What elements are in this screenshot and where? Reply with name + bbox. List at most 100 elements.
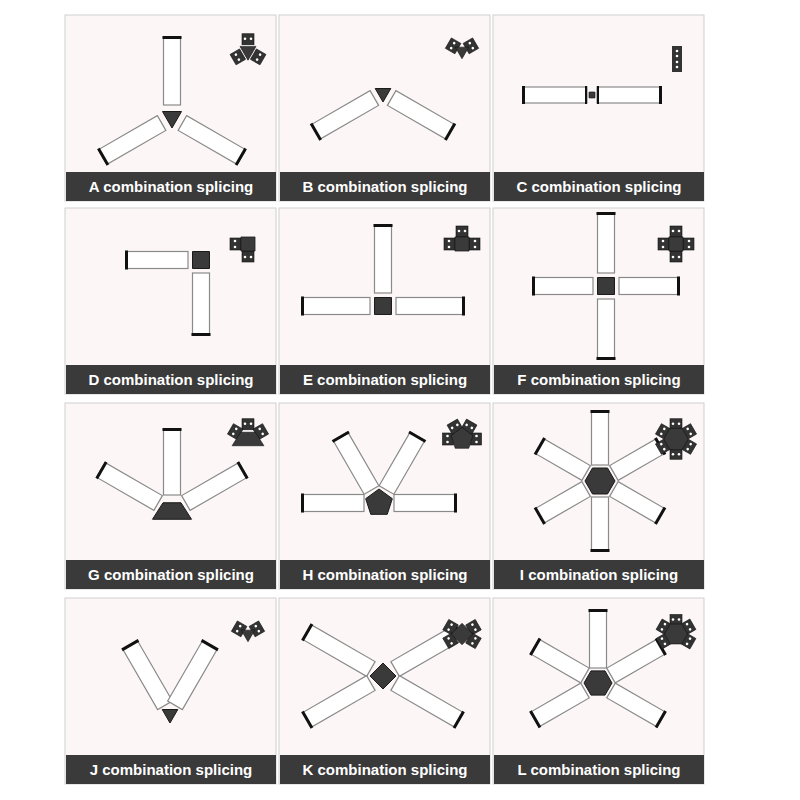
caption-band: K combination splicing (280, 755, 490, 784)
light-bar (378, 431, 426, 495)
caption-text: B combination splicing (302, 178, 467, 195)
light-bar (178, 115, 247, 166)
caption-text: K combination splicing (302, 761, 467, 778)
caption-band: E combination splicing (280, 365, 490, 394)
caption-text: E combination splicing (303, 371, 467, 388)
panel-ground (493, 403, 704, 589)
light-bar (192, 273, 211, 336)
light-bar (121, 639, 173, 710)
light-bar (534, 481, 591, 525)
light-bar (390, 675, 464, 729)
connector-icon (672, 46, 682, 72)
caption-text: C combination splicing (516, 178, 681, 195)
connector-icon (231, 621, 264, 642)
caption-band: J combination splicing (66, 755, 276, 784)
connector-piece (370, 663, 396, 689)
panel (493, 598, 704, 784)
light-bar (181, 461, 249, 511)
caption-band: D combination splicing (66, 365, 276, 394)
caption-text: F combination splicing (517, 371, 680, 388)
panel-ground (65, 15, 276, 201)
connector-icon (658, 226, 694, 262)
connector-piece (162, 112, 181, 129)
connector-piece (584, 671, 612, 695)
connector-piece (162, 710, 178, 724)
light-bar (606, 638, 667, 684)
caption-band: A combination splicing (66, 172, 276, 201)
light-bar (597, 212, 616, 273)
light-bar (522, 86, 587, 104)
connector-icon (656, 615, 696, 649)
caption-text: A combination splicing (89, 178, 253, 195)
light-bar (591, 497, 610, 552)
caption-band: G combination splicing (66, 560, 276, 589)
light-bar (529, 682, 590, 728)
panel (493, 403, 704, 589)
connector-icon (443, 619, 481, 648)
light-bar (529, 638, 590, 684)
panel (279, 208, 490, 394)
light-bar (310, 90, 379, 141)
light-bar (609, 481, 666, 525)
connector-piece (193, 252, 210, 269)
connector-icon (227, 419, 268, 446)
light-bar (95, 461, 163, 511)
connector-icon (230, 237, 255, 262)
caption-text: H combination splicing (302, 566, 467, 583)
panel-ground (65, 403, 276, 589)
panel-ground (279, 598, 490, 784)
light-bar (163, 36, 182, 105)
caption-text: D combination splicing (88, 371, 253, 388)
connector-piece (598, 278, 615, 295)
panel (65, 208, 276, 394)
light-bar (332, 431, 380, 495)
light-bar (534, 437, 591, 481)
panel (65, 15, 276, 201)
caption-text: G combination splicing (88, 566, 254, 583)
connector-icon (443, 419, 482, 448)
panel-ground (279, 15, 490, 201)
caption-band: L combination splicing (494, 755, 704, 784)
caption-band: F combination splicing (494, 365, 704, 394)
light-bar (167, 639, 219, 710)
panel-ground (65, 208, 276, 394)
panel-ground (493, 208, 704, 394)
light-bar (374, 224, 393, 293)
caption-band: H combination splicing (280, 560, 490, 589)
caption-text: L combination splicing (517, 761, 680, 778)
light-bar (597, 299, 616, 360)
connector-icon (445, 38, 478, 59)
light-bar (606, 682, 667, 728)
light-bar (125, 251, 188, 270)
caption-text: I combination splicing (520, 566, 678, 583)
panel-ground (65, 598, 276, 784)
light-bar (97, 115, 166, 166)
panel-ground (279, 403, 490, 589)
panel-ground (493, 15, 704, 201)
light-bar (394, 494, 457, 513)
caption-band: I combination splicing (494, 560, 704, 589)
connector-piece (375, 89, 391, 103)
panel (279, 598, 490, 784)
light-bar (301, 675, 375, 729)
connector-piece (589, 92, 595, 98)
connector-icon (655, 419, 696, 460)
connector-icon (230, 34, 266, 65)
light-bar (591, 410, 610, 465)
light-bar (396, 297, 465, 316)
light-bar (301, 297, 370, 316)
caption-band: C combination splicing (494, 172, 704, 201)
light-bar (619, 277, 680, 296)
panel (65, 403, 276, 589)
connector-piece (375, 298, 392, 315)
light-bar (301, 494, 364, 513)
light-bar (301, 623, 375, 677)
caption-text: J combination splicing (90, 761, 253, 778)
panel-ground (493, 598, 704, 784)
panel (493, 15, 704, 201)
connector-piece (153, 503, 192, 520)
light-bar (163, 428, 182, 495)
light-bar (597, 86, 662, 104)
